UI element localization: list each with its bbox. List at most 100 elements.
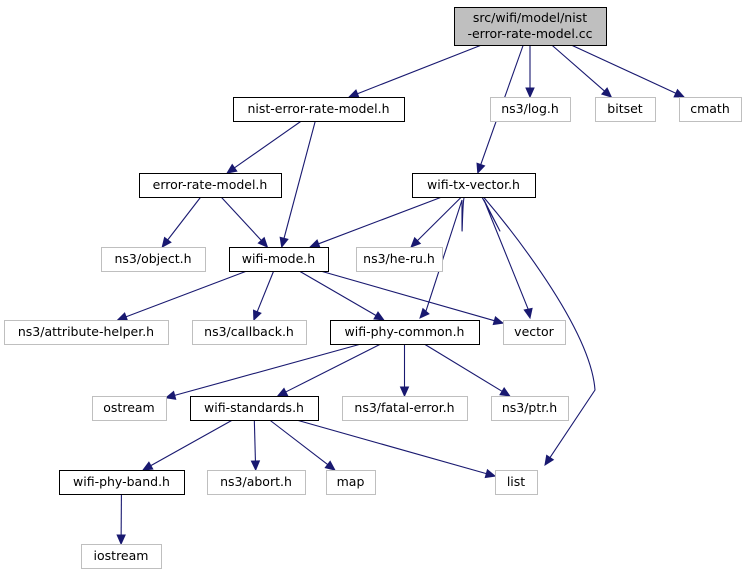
node-box [59, 470, 185, 495]
node-vector: vector [503, 320, 566, 345]
node-box [190, 396, 319, 421]
edge-line [269, 419, 329, 465]
edge-nist-h-to-mode-h [279, 120, 316, 249]
edge-main-to-nist-h [347, 44, 482, 98]
node-heru-h: ns3/he-ru.h [356, 247, 443, 272]
node-label: vector [514, 324, 555, 339]
arrowhead [600, 87, 613, 98]
node-object-h: ns3/object.h [101, 247, 206, 272]
node-bitset: bitset [595, 97, 656, 122]
arrowhead [250, 460, 261, 472]
arrowhead [252, 309, 262, 322]
dependency-edges [116, 44, 686, 546]
node-label: ns3/object.h [114, 251, 191, 266]
node-box [81, 544, 162, 569]
edge-common-h-to-std-h [276, 343, 381, 397]
edge-line [483, 196, 596, 458]
edge-line [220, 196, 262, 241]
node-box [101, 247, 206, 272]
arrowhead [324, 460, 336, 471]
edge-mode-h-to-attr-h [116, 270, 248, 322]
arrowhead [484, 468, 497, 479]
node-label: error-rate-model.h [153, 177, 268, 192]
edge-line [234, 120, 302, 169]
node-iostream: iostream [81, 544, 162, 569]
edge-line [425, 196, 465, 312]
edge-wtv-h-to-common-h [419, 196, 465, 319]
arrowhead [523, 307, 533, 320]
node-wtv-h[interactable]: wifi-tx-vector.h [412, 173, 536, 198]
edge-erm-h-to-mode-h [220, 196, 269, 248]
edge-line [174, 343, 362, 396]
edge-main-to-bitset [551, 44, 613, 98]
node-std-h[interactable]: wifi-standards.h [190, 396, 319, 421]
edge-nist-h-to-erm-h [226, 120, 302, 174]
node-nist-h[interactable]: nist-error-rate-model.h [233, 97, 405, 122]
node-label: list [507, 474, 525, 489]
node-label: -error-rate-model.cc [467, 26, 592, 41]
arrowhead [161, 236, 172, 248]
edge-line [296, 419, 487, 475]
node-label: src/wifi/model/nist [473, 10, 587, 25]
edge-common-h-to-fatal-h [399, 344, 410, 398]
node-label: wifi-phy-common.h [345, 324, 465, 339]
node-mode-h[interactable]: wifi-mode.h [229, 247, 329, 272]
edge-common-h-to-ostream [164, 343, 362, 400]
node-box [326, 470, 376, 495]
node-box [330, 320, 480, 345]
node-abort-h: ns3/abort.h [207, 470, 306, 495]
edge-band-h-to-iostream [116, 493, 126, 546]
edge-line [357, 44, 482, 95]
node-list: list [495, 470, 538, 495]
edge-line [150, 419, 233, 467]
node-erm-h[interactable]: error-rate-model.h [139, 173, 282, 198]
edge-std-h-to-band-h [141, 419, 233, 471]
edge-line [320, 270, 495, 322]
edge-erm-h-to-object-h [161, 196, 202, 248]
node-box [207, 470, 306, 495]
edge-line [417, 196, 462, 242]
node-box [491, 396, 569, 421]
node-box [192, 320, 307, 345]
node-cmath: cmath [679, 97, 742, 122]
node-attr-h: ns3/attribute-helper.h [4, 320, 169, 345]
node-box [233, 97, 405, 122]
arrowhead [373, 311, 385, 321]
node-box [495, 470, 538, 495]
arrowhead [476, 162, 486, 175]
node-box [490, 97, 571, 122]
edge-line [570, 44, 677, 94]
edge-line [423, 343, 503, 392]
edge-main-to-cmath [570, 44, 686, 98]
edge-std-h-to-abort-h [250, 419, 261, 472]
node-common-h[interactable]: wifi-phy-common.h [330, 320, 480, 345]
arrowhead [347, 89, 360, 98]
node-box [412, 173, 536, 198]
node-box [92, 396, 167, 421]
node-log-h: ns3/log.h [490, 97, 571, 122]
edge-wtv-h-to-vector [481, 196, 533, 320]
node-label: ostream [103, 400, 154, 415]
node-label: wifi-phy-band.h [73, 474, 170, 489]
node-label: wifi-tx-vector.h [427, 177, 520, 192]
node-box [139, 173, 282, 198]
node-band-h[interactable]: wifi-phy-band.h [59, 470, 185, 495]
arrowhead [410, 236, 422, 248]
node-label: ns3/abort.h [220, 474, 292, 489]
edge-main-to-log-h [525, 45, 535, 99]
node-box [356, 247, 443, 272]
edge-mode-h-to-vector [320, 270, 505, 326]
arrowhead [276, 387, 289, 397]
node-callback-h: ns3/callback.h [192, 320, 307, 345]
node-box [4, 320, 169, 345]
edge-std-h-to-map [269, 419, 336, 471]
node-label: cmath [690, 101, 730, 116]
node-ostream: ostream [92, 396, 167, 421]
dependency-nodes: src/wifi/model/nist-error-rate-model.cc n… [4, 7, 742, 569]
edge-line [256, 270, 275, 312]
arrowhead [544, 454, 555, 467]
arrowhead [257, 236, 269, 248]
edge-line [167, 196, 202, 241]
arrowhead [279, 236, 289, 249]
